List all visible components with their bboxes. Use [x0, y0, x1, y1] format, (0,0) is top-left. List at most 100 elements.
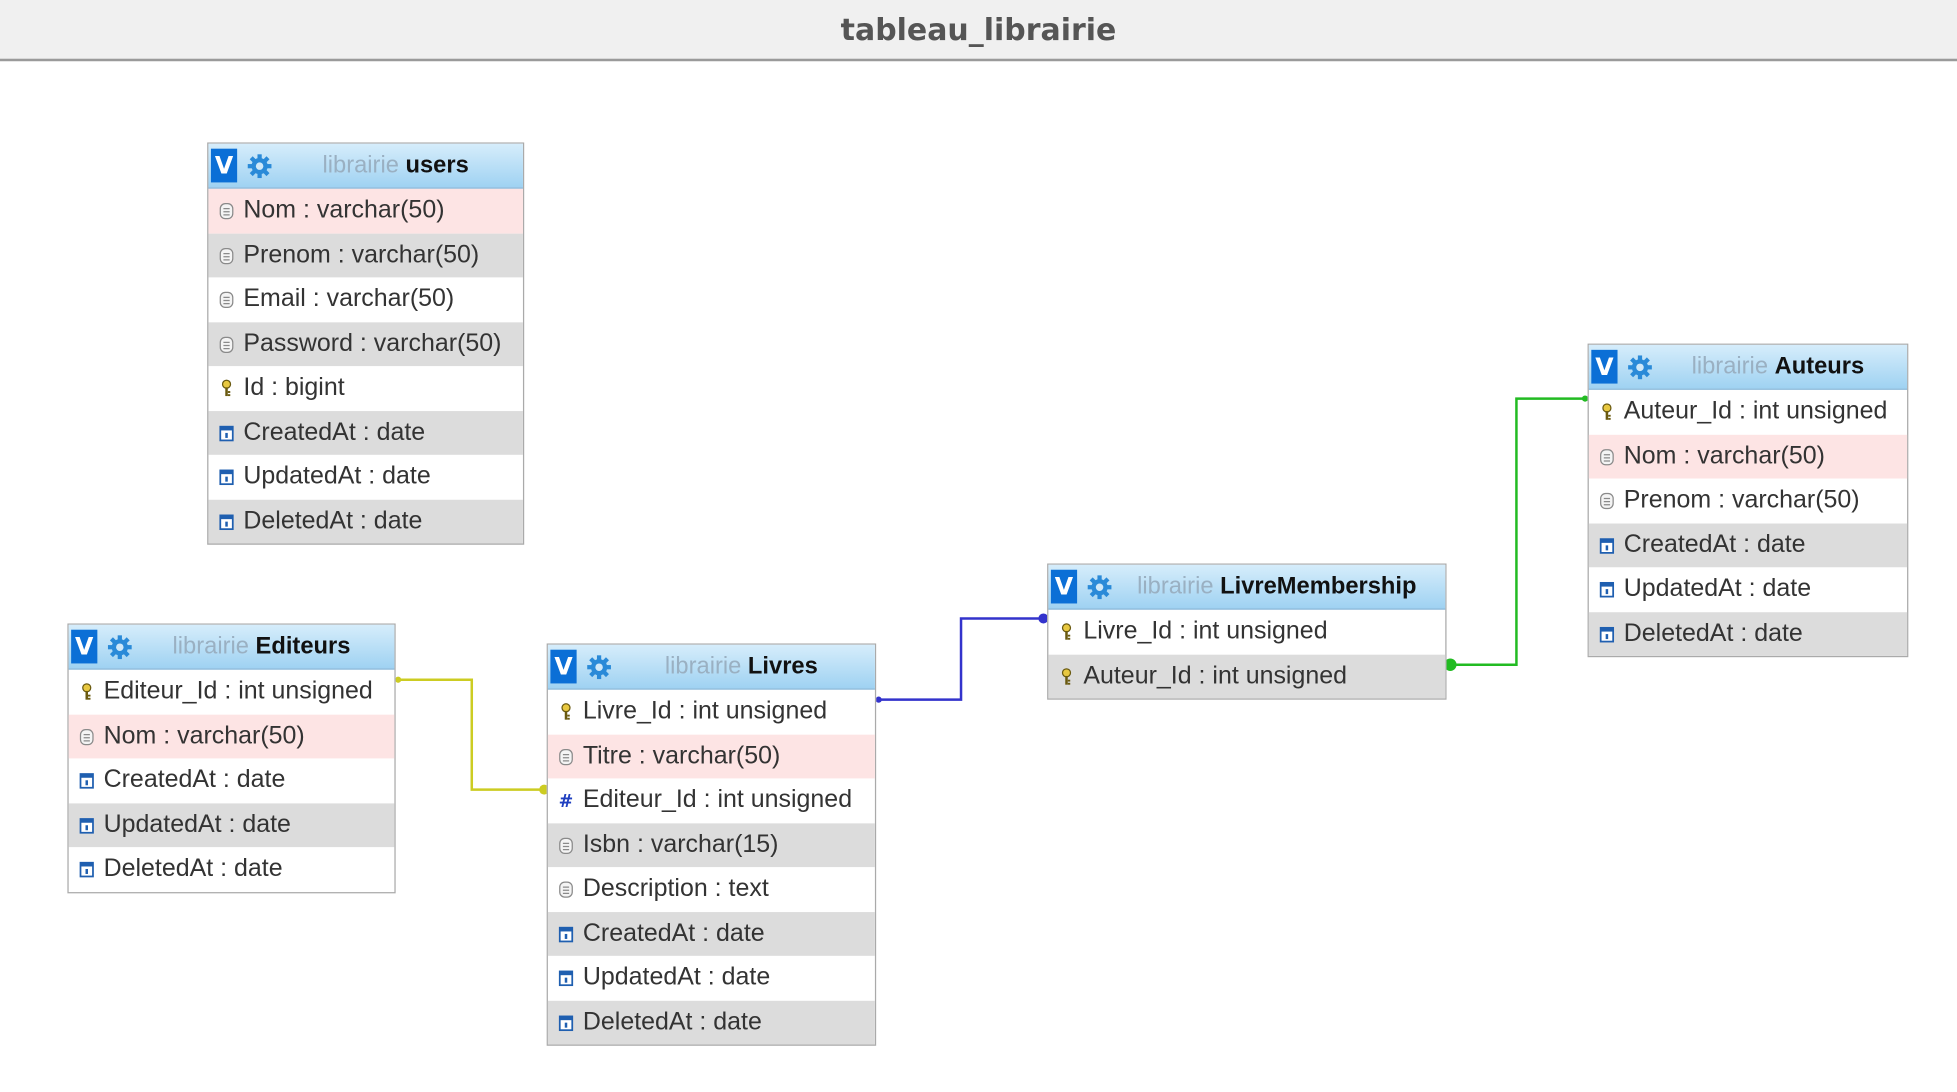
date-column-icon: [1599, 626, 1615, 643]
gear-icon[interactable]: [106, 633, 133, 660]
column-label: Titre : varchar(50): [582, 741, 781, 770]
table-name: librairie Auteurs: [1654, 353, 1907, 380]
column-row[interactable]: Titre : varchar(50): [547, 734, 875, 779]
column-row[interactable]: Auteur_Id : int unsigned: [1048, 654, 1446, 699]
column-label: UpdatedAt : date: [582, 963, 771, 992]
column-row[interactable]: DeletedAt : date: [1588, 611, 1908, 656]
column-row[interactable]: UpdatedAt : date: [68, 802, 395, 848]
column-row[interactable]: Password : varchar(50): [208, 321, 523, 367]
column-row[interactable]: Id : bigint: [208, 366, 523, 410]
relation-end-livres-editeur: [539, 784, 550, 795]
column-label: DeletedAt : date: [103, 854, 283, 883]
toggle-columns-button[interactable]: V: [71, 629, 98, 664]
relation-line-editeurs-livres[interactable]: [398, 678, 545, 791]
column-row[interactable]: Prenom : varchar(50): [208, 233, 523, 278]
page-title-bar: tableau_librairie: [0, 0, 1957, 62]
date-column-icon: [1599, 537, 1615, 554]
column-row[interactable]: UpdatedAt : date: [1589, 567, 1907, 611]
column-label: Auteur_Id : int unsigned: [1623, 397, 1888, 426]
column-label: Prenom : varchar(50): [243, 240, 480, 269]
primary-key-icon: [221, 379, 232, 397]
relation-line-livremembership-auteurs[interactable]: [1447, 397, 1586, 666]
schema-name: librairie: [172, 632, 249, 660]
column-row[interactable]: CreatedAt : date: [1588, 522, 1908, 568]
column-row[interactable]: DeletedAt : date: [547, 1000, 875, 1045]
table-name: librairie Editeurs: [134, 633, 395, 660]
gear-icon[interactable]: [585, 653, 612, 680]
date-column-icon: [558, 926, 574, 943]
column-label: Auteur_Id : int unsigned: [1083, 661, 1348, 690]
column-row[interactable]: # Editeur_Id : int unsigned: [548, 778, 875, 822]
toggle-columns-button[interactable]: V: [1050, 569, 1078, 604]
column-row[interactable]: Editeur_Id : int unsigned: [69, 670, 395, 714]
schema-name: librairie: [664, 652, 742, 680]
column-row[interactable]: Isbn : varchar(15): [547, 822, 875, 868]
primary-key-icon: [1061, 623, 1072, 641]
column-label: Livre_Id : int unsigned: [582, 697, 828, 725]
column-row[interactable]: Email : varchar(50): [208, 277, 523, 321]
column-row[interactable]: Nom : varchar(50): [68, 714, 395, 759]
column-row[interactable]: Livre_Id : int unsigned: [1048, 610, 1445, 654]
gear-icon[interactable]: [246, 152, 273, 179]
text-column-icon: [1600, 448, 1614, 466]
column-row[interactable]: CreatedAt : date: [208, 410, 523, 455]
toggle-columns-button[interactable]: V: [210, 148, 238, 183]
date-column-icon: [219, 514, 234, 530]
date-column-icon: [79, 773, 94, 789]
column-row[interactable]: CreatedAt : date: [69, 758, 395, 802]
column-label: CreatedAt : date: [1623, 530, 1806, 559]
table-title: users: [405, 151, 469, 179]
date-column-icon: [79, 817, 94, 834]
text-column-icon: [219, 203, 234, 220]
column-label: Email : varchar(50): [243, 285, 455, 313]
column-row[interactable]: UpdatedAt : date: [548, 956, 875, 1000]
primary-key-icon: [1061, 667, 1072, 685]
text-column-icon: [219, 292, 234, 309]
column-label: Password : varchar(50): [243, 329, 502, 358]
table-name: librairie LivreMembership: [1113, 573, 1445, 600]
column-row[interactable]: Nom : varchar(50): [1588, 434, 1908, 479]
text-column-icon: [219, 247, 234, 264]
gear-icon[interactable]: [1086, 573, 1113, 600]
relation-end-livremembership-auteur: [1444, 658, 1457, 671]
column-row[interactable]: UpdatedAt : date: [208, 455, 523, 499]
column-label: Editeur_Id : int unsigned: [582, 786, 853, 814]
gear-icon[interactable]: [1626, 353, 1653, 380]
column-label: Isbn : varchar(15): [582, 830, 779, 859]
column-label: Editeur_Id : int unsigned: [103, 677, 373, 705]
relation-line-livres-livremembership[interactable]: [878, 617, 1044, 701]
column-row[interactable]: DeletedAt : date: [208, 499, 523, 544]
text-column-icon: [559, 881, 573, 899]
column-row[interactable]: Nom : varchar(50): [208, 188, 523, 234]
relation-end-livres: [875, 696, 882, 703]
table-title: Livres: [747, 652, 818, 680]
toggle-columns-button[interactable]: V: [550, 649, 577, 684]
date-column-icon: [1599, 582, 1615, 598]
column-row[interactable]: CreatedAt : date: [547, 911, 875, 956]
column-row[interactable]: Prenom : varchar(50): [1589, 479, 1907, 523]
column-label: Nom : varchar(50): [243, 196, 445, 224]
column-row[interactable]: Description : text: [548, 867, 875, 911]
column-label: DeletedAt : date: [1623, 619, 1803, 647]
column-row[interactable]: Auteur_Id : int unsigned: [1589, 390, 1907, 434]
text-column-icon: [79, 728, 94, 745]
column-row[interactable]: DeletedAt : date: [69, 847, 395, 891]
page-title: tableau_librairie: [840, 11, 1117, 47]
column-label: CreatedAt : date: [103, 766, 286, 794]
table-name: librairie Livres: [613, 653, 875, 680]
date-column-icon: [219, 425, 234, 441]
toggle-columns-button[interactable]: V: [1591, 349, 1618, 384]
svg-text:#: #: [559, 792, 574, 810]
column-row[interactable]: Livre_Id : int unsigned: [548, 690, 875, 734]
column-label: Description : text: [582, 874, 769, 903]
